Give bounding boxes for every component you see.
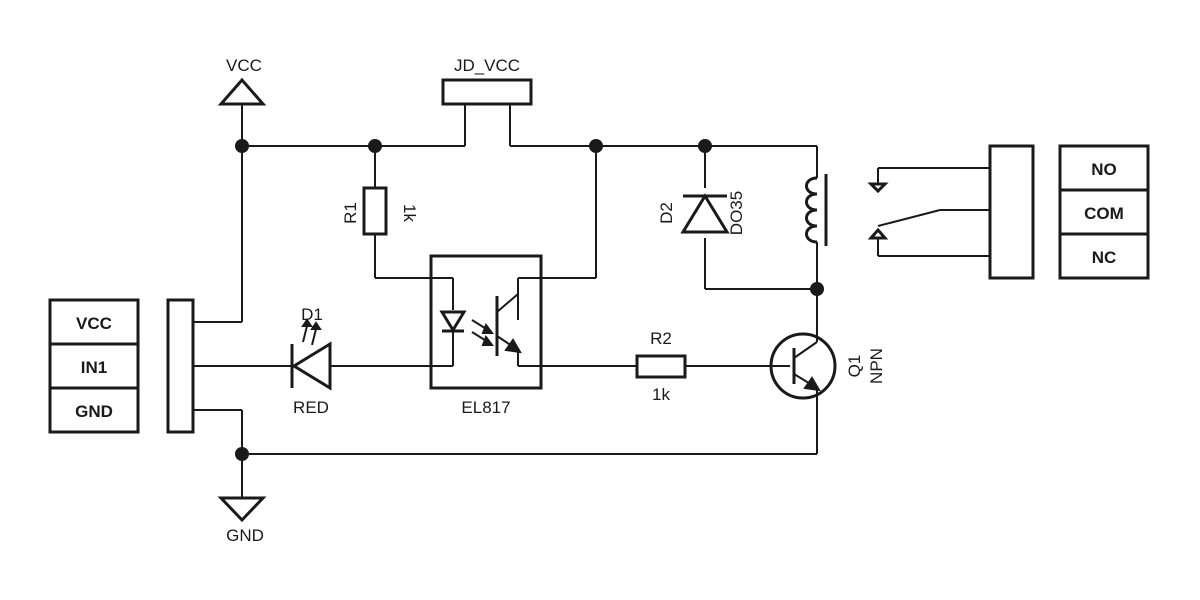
input-pin-vcc: VCC: [76, 314, 112, 333]
r1-value: 1k: [400, 204, 419, 222]
junction-dot: [589, 139, 603, 153]
input-pin-gnd: GND: [75, 402, 113, 421]
input-pin-in1: IN1: [81, 358, 107, 377]
vcc-label: VCC: [226, 56, 262, 75]
output-header: [988, 144, 1035, 280]
r1-ref: R1: [341, 202, 360, 224]
u1-value: EL817: [461, 398, 510, 417]
resistor-r2: R2 1k: [635, 329, 687, 404]
vcc-symbol: VCC: [217, 56, 267, 106]
d2-ref: D2: [657, 202, 676, 224]
gnd-symbol: GND: [217, 496, 267, 545]
input-terminal-block: VCC IN1 GND: [48, 298, 140, 434]
diode-d2: D2 DO35: [657, 191, 746, 235]
junction-dot: [810, 282, 824, 296]
r2-value: 1k: [652, 385, 670, 404]
output-terminal-block: NO COM NC: [1058, 144, 1150, 280]
d1-value: RED: [293, 398, 329, 417]
junction-dot: [368, 139, 382, 153]
relay-coil: [805, 174, 828, 246]
output-pin-no: NO: [1091, 160, 1117, 179]
junction-dot: [698, 139, 712, 153]
transistor-q1: Q1 NPN: [769, 332, 886, 400]
junction-dot: [235, 447, 249, 461]
output-pin-com: COM: [1084, 204, 1124, 223]
gnd-label: GND: [226, 526, 264, 545]
output-pin-nc: NC: [1092, 248, 1117, 267]
q1-ref: Q1: [845, 355, 864, 378]
wires: [193, 104, 990, 498]
q1-value: NPN: [867, 348, 886, 384]
jd-vcc-jumper: JD_VCC: [441, 56, 533, 106]
jd-vcc-label: JD_VCC: [454, 56, 520, 75]
led-d1: D1 RED: [290, 305, 332, 417]
relay-contacts: [867, 182, 889, 240]
resistor-r1: R1 1k: [341, 186, 419, 236]
input-header: [166, 298, 195, 434]
d2-value: DO35: [727, 191, 746, 235]
r2-ref: R2: [650, 329, 672, 348]
d1-ref: D1: [301, 305, 323, 324]
junction-dot: [235, 139, 249, 153]
optocoupler-u1: EL817: [429, 254, 543, 417]
junctions: [235, 139, 824, 461]
